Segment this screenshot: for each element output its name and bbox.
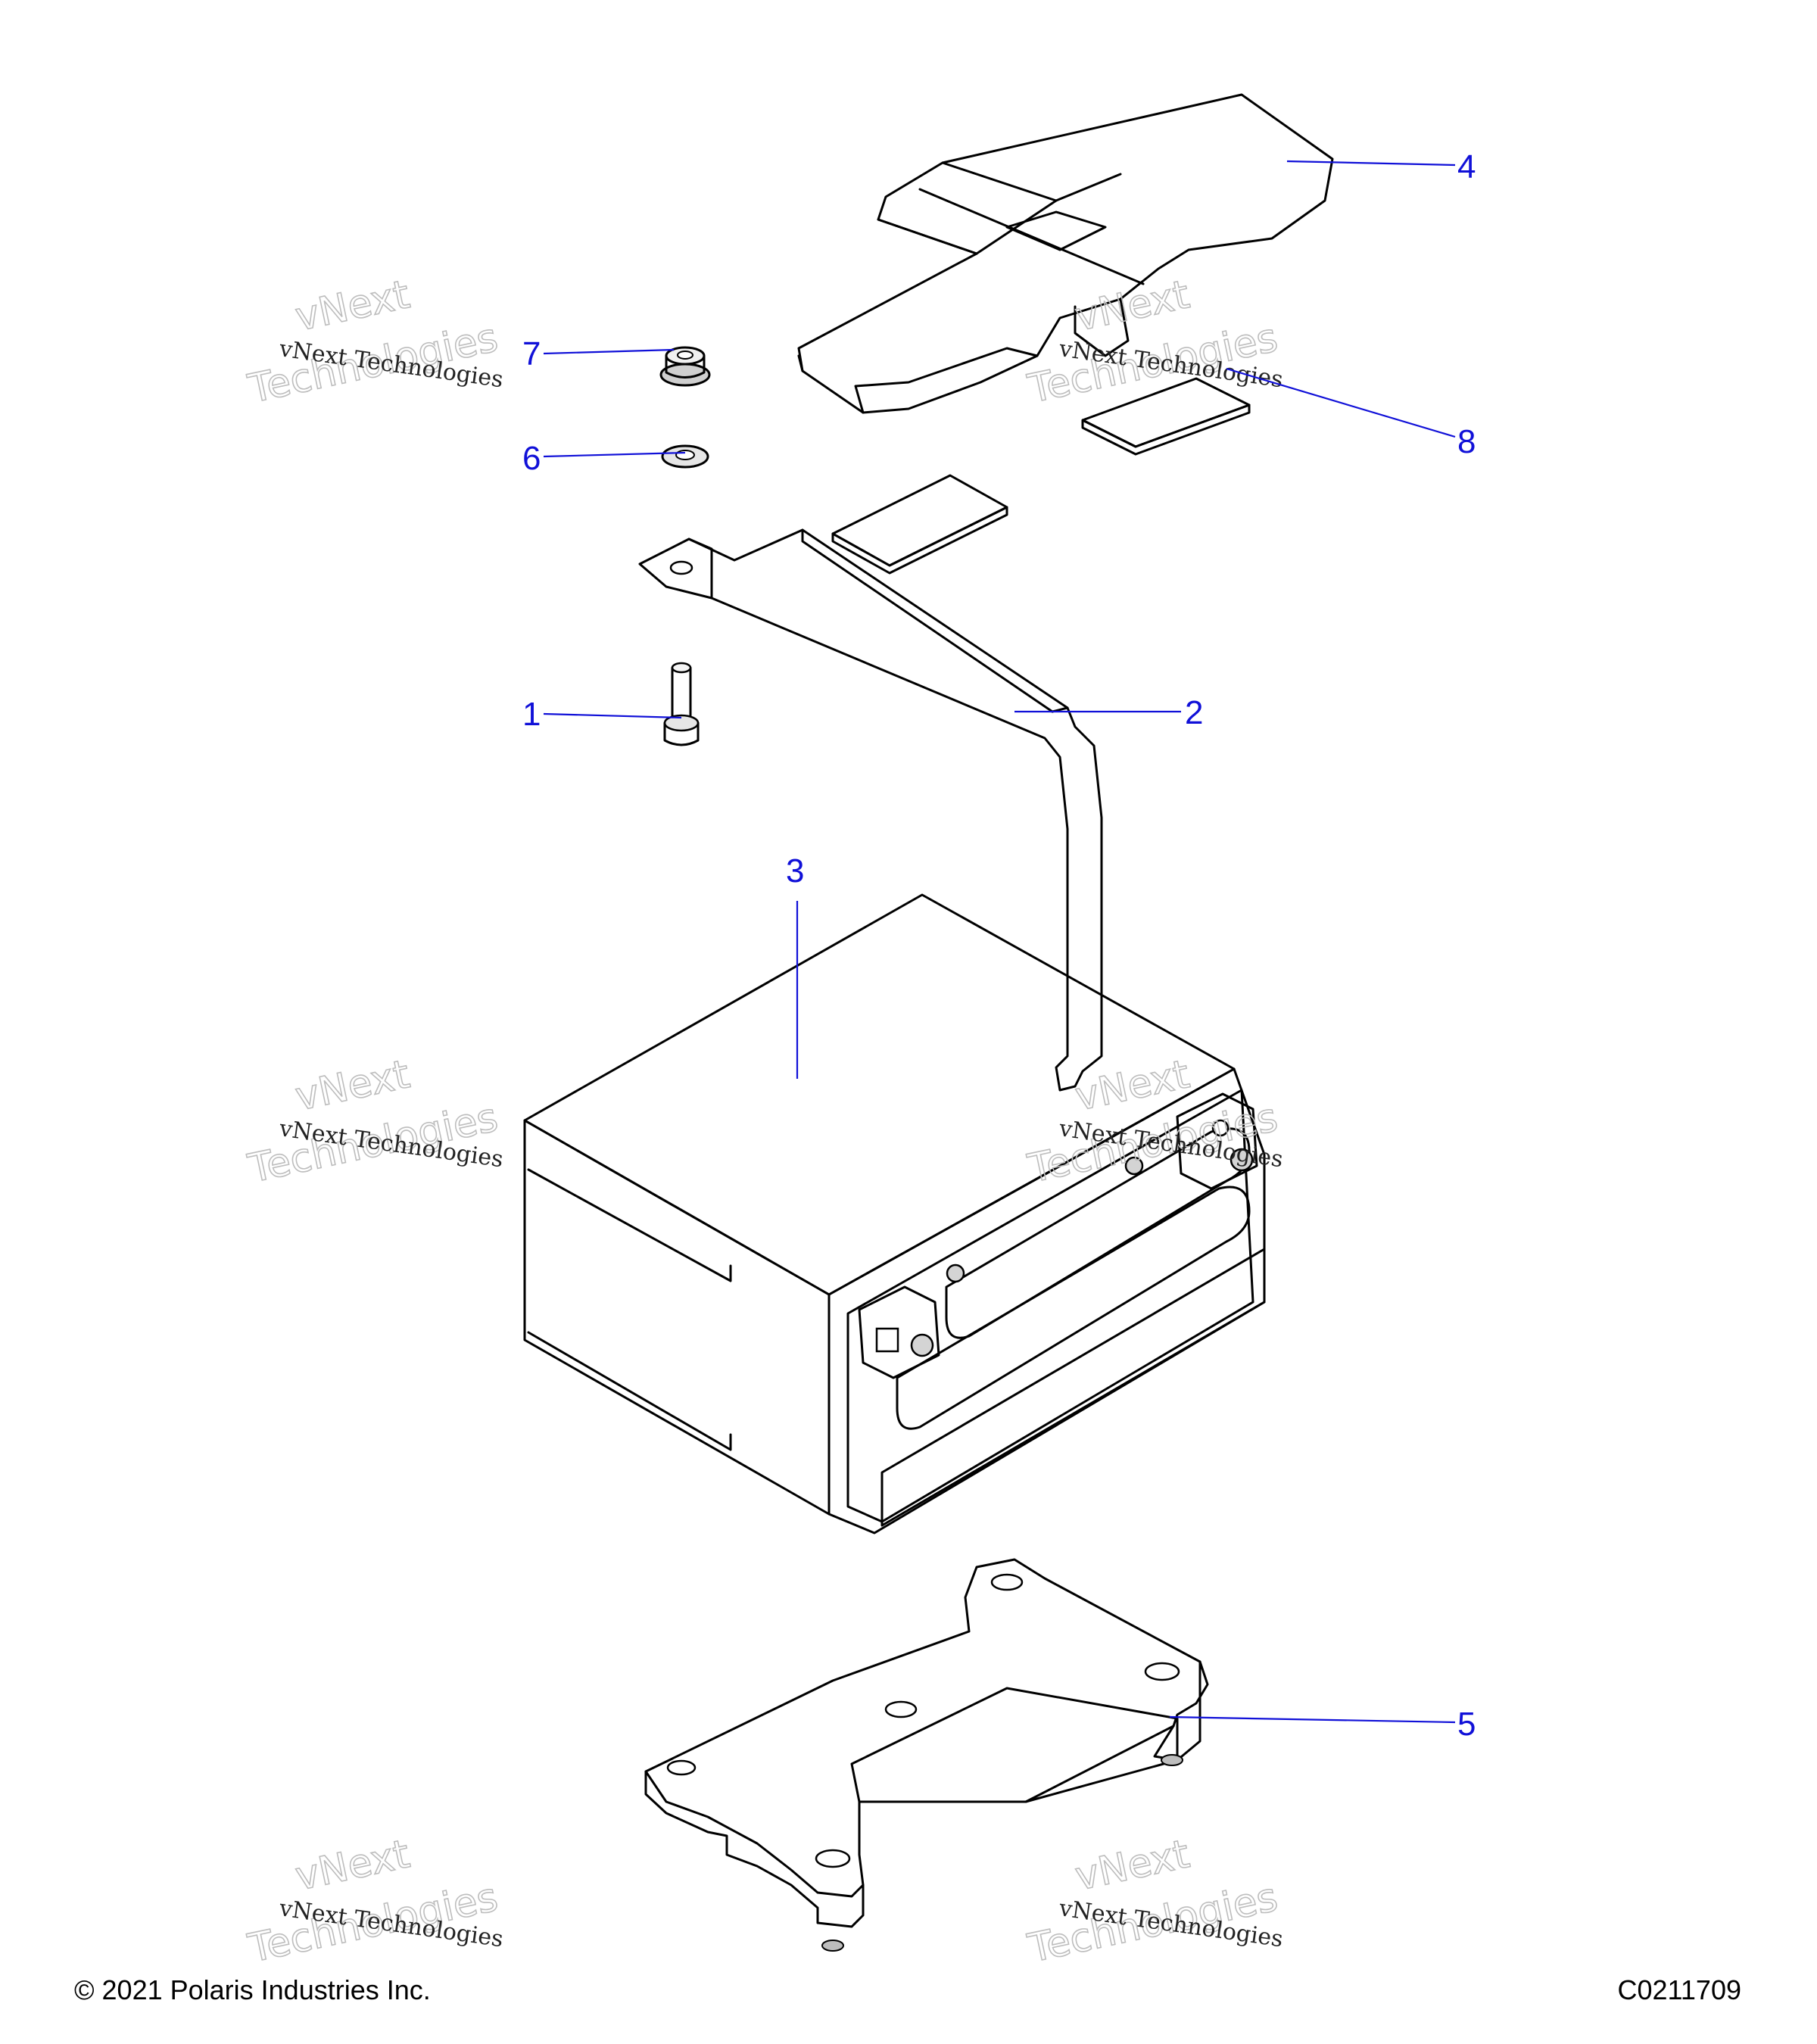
watermark-bottom-right: vNext Technologies <box>1024 1831 1282 1973</box>
part-1-bolt <box>663 662 700 746</box>
callout-7-leader <box>543 348 675 355</box>
strap-pad <box>831 474 1008 575</box>
part-6-lock-washer <box>661 444 709 469</box>
callout-8-label: 8 <box>1457 423 1476 460</box>
drawing-code: C0211709 <box>1617 1974 1741 2005</box>
watermark-line1: vNext <box>291 272 413 340</box>
part-3-battery <box>523 893 1266 1535</box>
callout-5-leader <box>1169 1715 1456 1724</box>
callout-8-leader <box>1226 367 1456 438</box>
watermark-line1: vNext <box>291 1052 413 1120</box>
callout-3-label: 3 <box>786 852 804 890</box>
watermark-group: vNext Technologies vNext Technologies vN… <box>244 272 1285 1973</box>
callout-3[interactable]: 3 <box>786 852 804 1079</box>
watermark-line1: vNext <box>1071 1052 1193 1120</box>
watermark-mid-left: vNext Technologies <box>244 1052 503 1193</box>
callout-6-label: 6 <box>522 440 541 477</box>
callout-8[interactable]: 8 <box>1226 367 1476 460</box>
callout-1-leader <box>543 712 682 719</box>
part-4-battery-cover <box>797 93 1334 414</box>
callout-1-label: 1 <box>522 696 541 733</box>
callout-2-label: 2 <box>1185 694 1203 731</box>
part-2-hold-down-strap <box>638 528 1103 1092</box>
callout-5-label: 5 <box>1457 1706 1476 1743</box>
callout-4[interactable]: 4 <box>1286 148 1476 185</box>
callout-6-leader <box>543 451 686 458</box>
watermark-line1: vNext <box>1071 272 1193 340</box>
callout-1[interactable]: 1 <box>522 696 682 733</box>
watermark-bottom-left: vNext Technologies <box>244 1831 503 1973</box>
callout-2[interactable]: 2 <box>1014 694 1203 731</box>
callout-4-label: 4 <box>1457 148 1476 185</box>
watermark-top-right: vNext Technologies <box>1024 272 1282 413</box>
watermark-line1: vNext <box>1071 1831 1193 1899</box>
watermark-top-left: vNext Technologies <box>244 272 503 413</box>
callout-7[interactable]: 7 <box>522 335 675 372</box>
callout-6[interactable]: 6 <box>522 440 686 477</box>
copyright-notice: © 2021 Polaris Industries Inc. <box>74 1974 431 2005</box>
part-8-pad <box>1081 377 1251 456</box>
callout-4-leader <box>1286 160 1456 167</box>
callout-7-label: 7 <box>522 335 541 372</box>
part-7-flange-nut <box>659 346 711 387</box>
callout-5[interactable]: 5 <box>1169 1706 1476 1743</box>
watermark-line1: vNext <box>291 1831 413 1899</box>
part-5-battery-base <box>644 1558 1209 1952</box>
